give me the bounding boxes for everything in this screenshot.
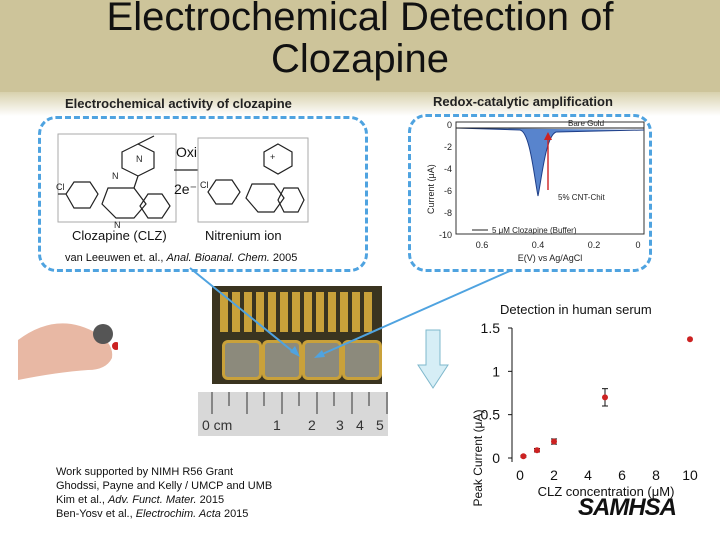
serum-chart: Peak Current (μA) 0 0.5 1 1.5 0 2 4 6 8 10 CLZ co… <box>471 320 698 507</box>
electrons-label: 2e⁻ <box>174 181 197 197</box>
ruler-unit: 0 cm <box>202 417 232 433</box>
ruler-tick-5: 5 <box>376 417 384 433</box>
credits-line3-journal: Adv. Funct. Mater. <box>107 494 197 506</box>
bare-gold-label: Bare Gold <box>568 119 604 128</box>
citation-year: 2005 <box>269 252 298 264</box>
finger-photo <box>18 323 118 380</box>
slide-title-line1: Electrochemical Detection of <box>106 0 614 39</box>
ruler-body <box>198 392 388 436</box>
serum-ytick-label: 0.5 <box>481 407 501 423</box>
voltammogram-y-label: Current (μA) <box>426 164 436 214</box>
ruler-tick-2: 2 <box>308 417 316 433</box>
volt-ytick-2: -4 <box>444 164 452 174</box>
electrode-1 <box>222 340 262 380</box>
voltammogram-y-ticks: 0 -2 -4 -6 -8 -10 <box>439 120 452 240</box>
reactant-label: Clozapine (CLZ) <box>72 228 167 243</box>
clozapine-nitrogen-mid: N <box>112 171 119 181</box>
clozapine-nitrogen-top: N <box>136 154 143 164</box>
credits: Work supported by NIMH R56 Grant Ghodssi… <box>56 465 272 521</box>
voltammogram-x-label: E(V) vs Ag/AgCl <box>518 253 583 263</box>
chip-contact-pads <box>220 292 374 332</box>
serum-xtick-label: 6 <box>618 467 626 483</box>
buffer-label: 5 μM Clozapine (Buffer) <box>492 226 577 235</box>
nitrenium-charge: + <box>270 152 275 162</box>
serum-data-point <box>520 453 527 460</box>
volt-ytick-5: -10 <box>439 230 452 240</box>
title-band-fade <box>0 92 720 116</box>
credits-line1: Work supported by NIMH R56 Grant <box>56 466 234 478</box>
slide-title: Electrochemical Detection of Clozapine <box>0 0 720 80</box>
volt-xtick-2: 0.2 <box>588 240 601 250</box>
product-label: Nitrenium ion <box>205 228 282 243</box>
serum-xtick-label: 2 <box>550 467 558 483</box>
serum-chart-y-label: Peak Current (μA) <box>471 410 485 507</box>
slide-title-line2: Clozapine <box>271 37 449 81</box>
electrode-4 <box>342 340 382 380</box>
serum-xtick-label: 8 <box>652 467 660 483</box>
clozapine-chlorine: Cl <box>56 182 65 192</box>
blood-drop <box>112 342 118 350</box>
ruler: 0 cm 1 2 3 4 5 <box>198 392 388 436</box>
ruler-tick-3: 3 <box>336 417 344 433</box>
serum-xtick-label: 4 <box>584 467 592 483</box>
ruler-ticks <box>211 392 388 414</box>
reaction-diagram: N N N Cl Oxidation 2e⁻ Cl + <box>56 133 309 230</box>
serum-data-point <box>534 447 540 454</box>
serum-chart-points <box>520 336 693 460</box>
serum-data-point <box>551 438 557 445</box>
serum-ytick-label: 1.5 <box>481 320 501 336</box>
down-arrow-to-chart <box>417 329 449 389</box>
left-section-label: Electrochemical activity of clozapine <box>65 96 292 111</box>
voltammogram: Current (μA) 0 -2 -4 -6 -8 -10 0.6 0.4 0… <box>426 119 645 263</box>
voltammogram-dashed-box <box>408 114 652 272</box>
serum-data-point <box>602 394 608 401</box>
nitrenium-structure <box>207 143 305 213</box>
electrode-2 <box>262 340 302 380</box>
sensor-chip-photo <box>212 286 382 384</box>
sensor-tip <box>93 324 113 344</box>
serum-ytick-label: 0 <box>492 450 500 466</box>
clozapine-structure-frame <box>57 133 177 223</box>
samhsa-logo: SAMHSA <box>578 494 677 521</box>
volt-ytick-0: 0 <box>447 120 452 130</box>
electrode-3 <box>302 340 342 380</box>
credits-line4-prefix: Ben-Yosv et al., <box>56 508 136 520</box>
credits-line4-year: 2015 <box>220 508 249 520</box>
citation-prefix: van Leeuwen et. al., <box>65 252 167 264</box>
volt-ytick-3: -6 <box>444 186 452 196</box>
clozapine-nitrogen-bottom: N <box>114 220 121 230</box>
credits-line3-prefix: Kim et al., <box>56 494 108 506</box>
cnt-label: 5% CNT-Chit <box>558 193 605 202</box>
serum-xtick-label: 10 <box>682 467 698 483</box>
volt-ytick-1: -2 <box>444 142 452 152</box>
ruler-tick-1: 1 <box>273 417 281 433</box>
volt-xtick-1: 0.4 <box>532 240 545 250</box>
serum-data-point <box>687 336 693 343</box>
volt-xtick-0: 0.6 <box>476 240 489 250</box>
nitrenium-chlorine: Cl <box>200 180 209 190</box>
serum-chart-x-label: CLZ concentration (μM) <box>538 484 675 499</box>
clozapine-structure <box>58 135 171 219</box>
credits-line2: Ghodssi, Payne and Kelly / UMCP and UMB <box>56 480 273 492</box>
volt-ytick-4: -8 <box>444 208 452 218</box>
volt-xtick-3: 0 <box>635 240 640 250</box>
title-band <box>0 0 720 116</box>
amplification-arrowhead <box>544 132 552 140</box>
serum-ytick-label: 1 <box>492 363 500 379</box>
serum-chart-title: Detection in human serum <box>500 302 652 317</box>
credits-line3-year: 2015 <box>196 494 225 506</box>
voltammogram-x-ticks: 0.6 0.4 0.2 0 <box>476 240 641 250</box>
right-section-label: Redox-catalytic amplification <box>433 94 613 109</box>
credits-line3: Kim et al., Adv. Funct. Mater. 2015 <box>56 493 272 507</box>
credits-line4-journal: Electrochim. Acta <box>135 508 221 520</box>
serum-xtick-label: 0 <box>516 467 524 483</box>
finger-shape <box>18 323 113 380</box>
serum-chart-axes: 0 0.5 1 1.5 0 2 4 6 8 10 <box>481 320 698 483</box>
reaction-citation: van Leeuwen et. al., Anal. Bioanal. Chem… <box>65 252 297 264</box>
nitrenium-structure-frame <box>197 137 309 223</box>
ruler-tick-4: 4 <box>356 417 364 433</box>
citation-journal: Anal. Bioanal. Chem. <box>166 252 270 264</box>
credits-line4: Ben-Yosv et al., Electrochim. Acta 2015 <box>56 507 272 521</box>
